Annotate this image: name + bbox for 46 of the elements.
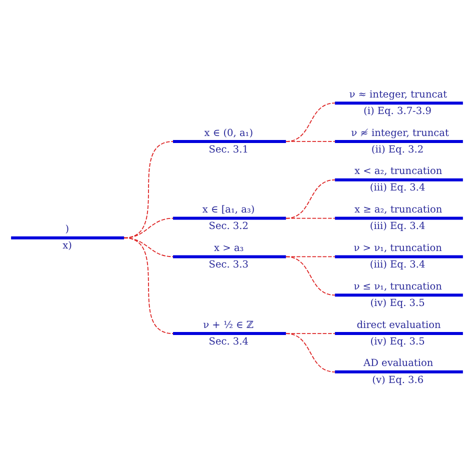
node-box — [334, 101, 463, 104]
node-box — [334, 178, 463, 181]
node-label: ν ≤ ν₁, truncation — [354, 280, 442, 292]
node-label: ) — [65, 224, 70, 235]
node-label: (iii) Eq. 3.4 — [370, 220, 426, 232]
node-label: ν > ν₁, truncation — [354, 242, 442, 254]
node-label: x < a₂, truncation — [354, 166, 442, 177]
node-label: x) — [62, 240, 72, 252]
node-box — [334, 216, 463, 220]
connector — [286, 102, 336, 142]
node-box — [173, 332, 286, 335]
connector — [286, 256, 336, 296]
node-label: Sec. 3.2 — [208, 220, 249, 232]
node-label: Sec. 3.3 — [208, 259, 249, 270]
node-box — [173, 139, 286, 142]
node-label: Sec. 3.4 — [208, 336, 249, 347]
node-label: ν ≉ integer, truncat — [351, 127, 449, 138]
node-label: (iii) Eq. 3.4 — [370, 259, 426, 270]
node-label: x ≥ a₂, truncation — [354, 204, 442, 216]
node-box — [334, 370, 463, 373]
connector — [286, 217, 336, 218]
node-box — [334, 254, 463, 258]
node-label: (ii) Eq. 3.2 — [371, 144, 424, 155]
connector — [124, 236, 174, 334]
node-label: x ∈ (0, a₁) — [204, 127, 254, 138]
node-box — [173, 254, 286, 258]
node-label: (i) Eq. 3.7-3.9 — [364, 105, 432, 116]
node-box — [334, 139, 463, 142]
node-box — [334, 293, 463, 296]
node-label: direct evaluation — [356, 319, 441, 330]
connector — [286, 332, 336, 372]
node-label: (v) Eq. 3.6 — [372, 374, 424, 386]
node-label: (iii) Eq. 3.4 — [370, 182, 426, 194]
node-label: ν + ½ ∈ ℤ — [203, 319, 254, 330]
node-label: (iv) Eq. 3.5 — [370, 336, 425, 347]
node-label: (iv) Eq. 3.5 — [370, 297, 425, 308]
node-label: x ∈ [a₁, a₃) — [202, 204, 255, 216]
node-box — [334, 332, 463, 335]
node-label: AD evaluation — [364, 358, 434, 369]
connector — [286, 178, 336, 218]
node-label: x > a₃ — [214, 242, 244, 254]
connector — [286, 140, 336, 142]
node-box — [11, 236, 124, 239]
node-label: Sec. 3.1 — [208, 144, 249, 155]
node-box — [173, 216, 286, 220]
node-label: ν ≈ integer, truncat — [349, 88, 448, 100]
